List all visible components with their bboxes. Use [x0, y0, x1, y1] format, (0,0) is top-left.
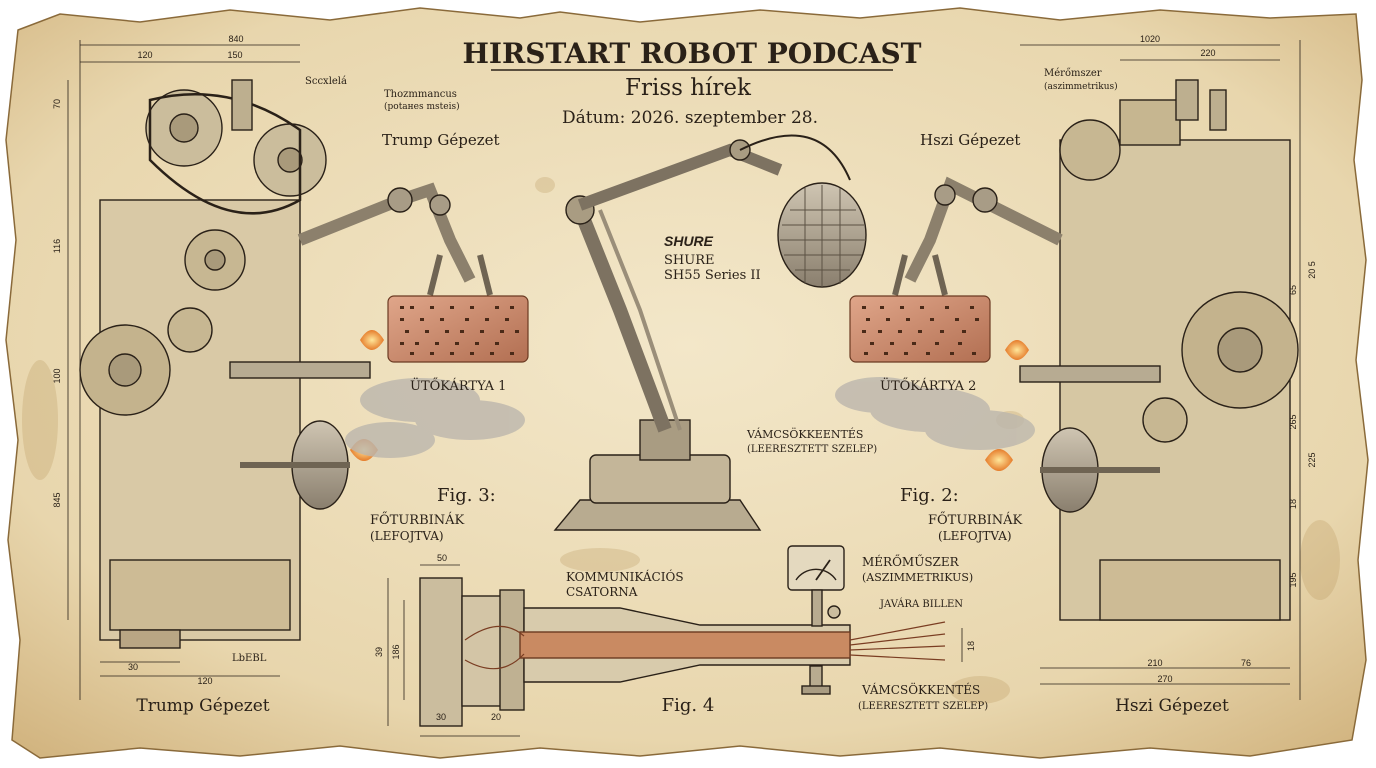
pipe-dim-top: 50	[437, 553, 447, 563]
tilt-label: JAVÁRA BILLEN	[879, 598, 963, 610]
left-dim-side-c: 100	[52, 368, 62, 383]
left-labels: 840 120 150 70 116 100 845 30 120 Sccxle…	[52, 34, 506, 716]
punch-card-2	[849, 295, 991, 363]
left-arm-label: Trump Gépezet	[382, 131, 500, 149]
right-dim-side-b: 65	[1288, 285, 1298, 295]
gauge-label-1: MÉRŐMŰSZER	[862, 554, 960, 569]
pipe-valve-label-2: (LEERESZTETT SZELEP)	[858, 701, 988, 712]
right-arm-label: Hszi Gépezet	[920, 131, 1020, 149]
right-dimension-lines	[1020, 40, 1301, 700]
podcast-title: HIRSTART ROBOT PODCAST	[462, 37, 921, 70]
left-turbine-label-2: (LEFOJTVA)	[370, 529, 444, 543]
right-dim-side-f: 195	[1288, 572, 1298, 587]
left-card-label: ÜTŐKÁRTYA 1	[410, 377, 506, 394]
mic-name: SHURE	[664, 253, 714, 268]
right-dim-side-d: 225	[1307, 452, 1317, 467]
right-card-label: ÜTŐKÁRTYA 2	[880, 377, 976, 394]
channel-label-2: CSATORNA	[566, 585, 638, 599]
mic-model: SH55 Series II	[664, 268, 761, 283]
left-callout-mid-1: Thozmmancus	[384, 89, 457, 100]
left-footer-label: Trump Gépezet	[136, 696, 269, 716]
communication-pipe	[387, 545, 963, 737]
pipe-dim-left-b: 186	[391, 644, 401, 659]
right-dim-top-total: 1020	[1140, 34, 1160, 44]
left-turbine-label-1: FŐTURBINÁK	[370, 512, 465, 528]
right-machine	[835, 40, 1301, 700]
right-turbine-label-1: FŐTURBINÁK	[928, 512, 1023, 528]
right-footer-label: Hszi Gépezet	[1115, 696, 1229, 716]
left-fig-label: Fig. 3:	[437, 485, 496, 506]
pipe-dim-left-a: 39	[374, 647, 384, 657]
pipe-valve-label-1: VÁMCSÖKKENTÉS	[861, 681, 980, 697]
right-fig-label: Fig. 2:	[900, 485, 959, 506]
right-dim-bottom-c: 270	[1157, 674, 1172, 684]
center-valve-label-2: (LEERESZTETT SZELEP)	[747, 444, 877, 455]
left-dim-side-d: 845	[52, 492, 62, 507]
podcast-date: Dátum: 2026. szeptember 28.	[562, 108, 818, 128]
right-dim-side-c: 265	[1288, 414, 1298, 429]
left-dim-bottom-b: 120	[197, 676, 212, 686]
pipe-dim-right: 18	[966, 641, 976, 651]
center-valve-label-1: VÁMCSÖKKEENTÉS	[746, 427, 863, 441]
microphone-robot	[553, 134, 867, 531]
left-dim-side-a: 70	[52, 99, 62, 109]
pipe-labels: 50 39 186 30 20 18 KOMMUNIKÁCIÓS CSATORN…	[374, 553, 988, 722]
left-bottom-callout: LbEBL	[232, 653, 267, 664]
left-callout-top: Sccxlelá	[305, 76, 347, 87]
channel-label-1: KOMMUNIKÁCIÓS	[566, 568, 684, 584]
right-dim-top-a: 220	[1200, 48, 1215, 58]
left-dim-bottom-a: 30	[128, 662, 138, 672]
left-machine	[67, 40, 525, 700]
center-labels: SHURE SHURE SH55 Series II VÁMCSÖKKEENTÉ…	[664, 233, 877, 455]
right-callout-top-1: Mérőmszer	[1044, 68, 1102, 79]
pipe-dim-bottom-b: 20	[491, 712, 501, 722]
right-turbine-label-2: (LEFOJTVA)	[938, 529, 1012, 543]
right-callout-top-2: (aszimmetrikus)	[1044, 81, 1118, 92]
left-dim-top-b: 150	[227, 50, 242, 60]
right-dim-side-a: 20 5	[1307, 261, 1317, 279]
left-dim-top-total: 840	[228, 34, 243, 44]
left-dim-top-a: 120	[137, 50, 152, 60]
left-callout-mid-2: (potaнes msteis)	[384, 101, 460, 112]
right-labels: 1020 220 20 5 65 265 225 18 195 210 76 2…	[880, 34, 1317, 716]
pipe-dim-bottom-a: 30	[436, 712, 446, 722]
paper-sheet	[5, 7, 1369, 759]
podcast-subtitle: Friss hírek	[625, 75, 752, 101]
left-dim-side-b: 116	[52, 239, 62, 253]
gauge-label-2: (ASZIMMETRIKUS)	[862, 571, 973, 584]
punch-card-1	[387, 295, 529, 363]
right-dim-side-e: 18	[1288, 499, 1298, 509]
pipe-fig-label: Fig. 4	[662, 695, 715, 716]
header: HIRSTART ROBOT PODCAST Friss hírek Dátum…	[462, 37, 921, 128]
right-dim-bottom-a: 210	[1147, 658, 1162, 668]
brand-logo: SHURE	[664, 233, 714, 249]
right-dim-bottom-b: 76	[1241, 658, 1251, 668]
